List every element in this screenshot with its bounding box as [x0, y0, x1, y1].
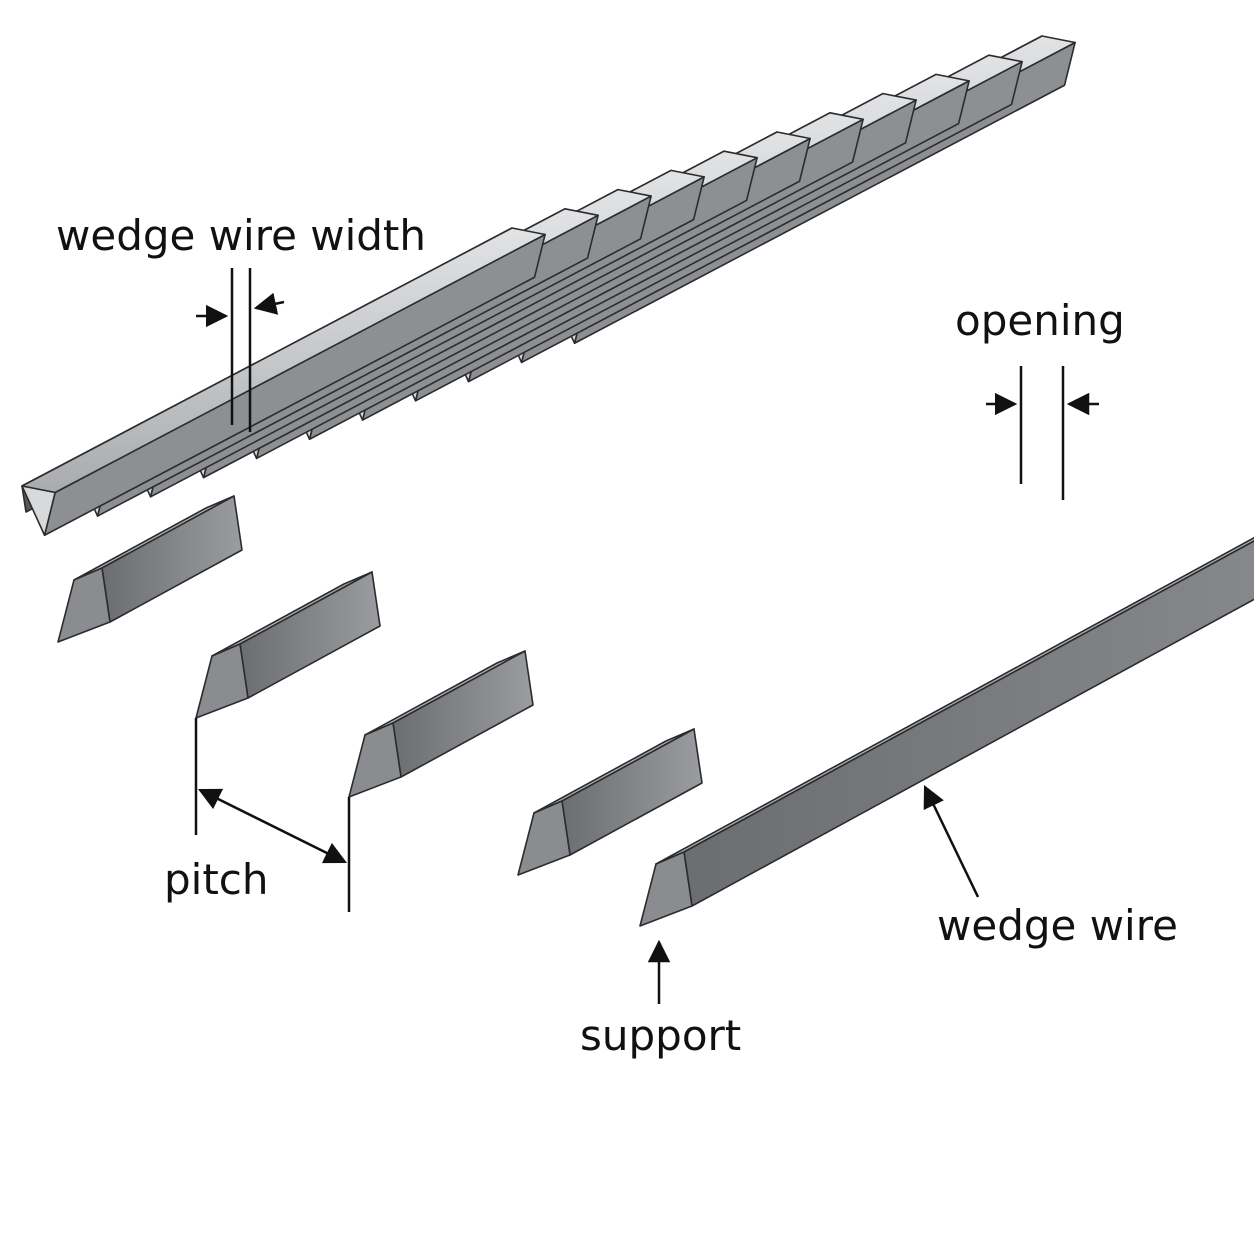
wedge-wire-width-dimension [196, 268, 285, 432]
wedge-wire-label: wedge wire [937, 901, 1178, 950]
wedge-wires [21, 35, 1076, 537]
wedge-wire-width-label: wedge wire width [56, 211, 426, 260]
support-side [239, 571, 381, 699]
support-rods [57, 495, 1254, 927]
support-side [101, 495, 243, 623]
support-end-face [517, 800, 571, 876]
support-side [561, 728, 703, 856]
pitch-dimension [194, 718, 351, 912]
support-end-face [57, 567, 111, 643]
pitch-label: pitch [164, 855, 269, 904]
support-top [655, 536, 1254, 865]
wedge-wire-pointer [923, 784, 980, 898]
support-end-face [639, 851, 693, 927]
wedge-wire-end [21, 485, 56, 537]
support-end-face [195, 643, 249, 719]
support-end-face [348, 722, 402, 798]
support-side [683, 540, 1254, 907]
opening-label: opening [955, 296, 1125, 345]
support-side [392, 650, 534, 778]
opening-dimension [986, 366, 1099, 500]
wedge-wire-flank [43, 233, 546, 537]
support-label: support [580, 1011, 741, 1060]
